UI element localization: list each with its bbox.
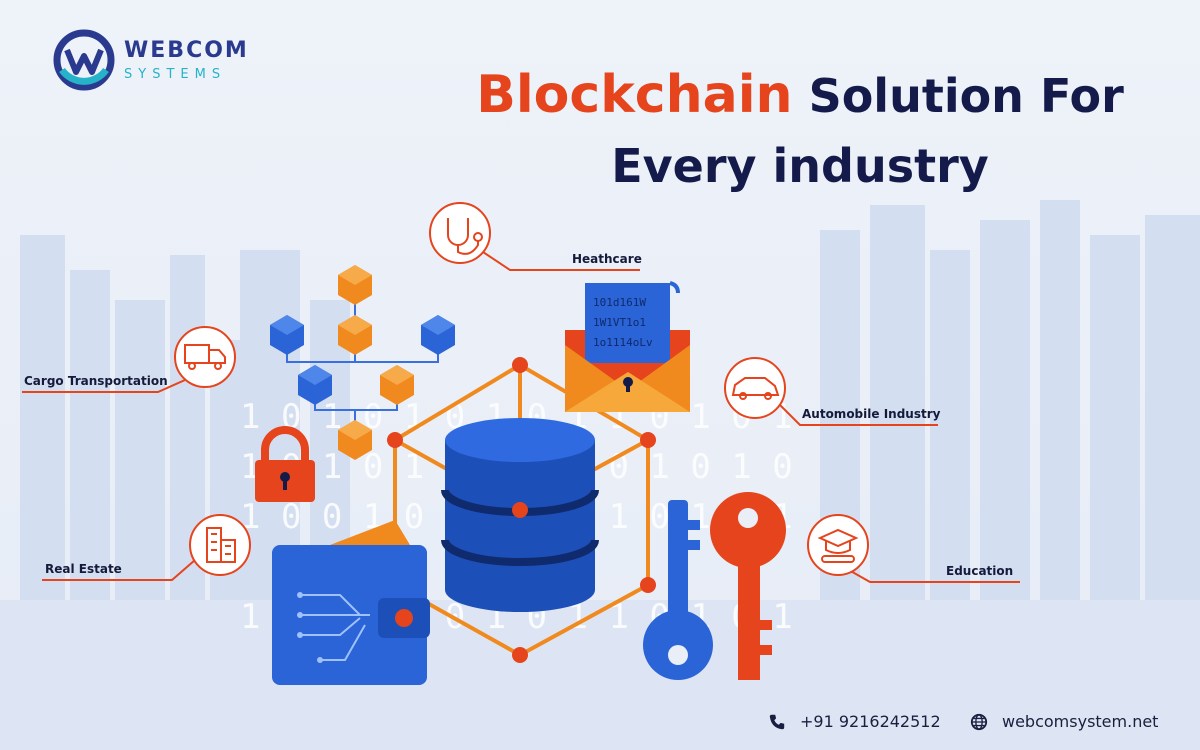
truck-icon [174,326,236,388]
phone-number: +91 9216242512 [800,712,941,731]
database-icon [441,418,599,612]
padlock-icon [255,426,315,502]
globe-icon [970,713,988,730]
brand-name: WEBCOM [124,37,249,63]
headline-line2: Every industry [611,139,989,193]
blue-key-icon [643,500,713,680]
envelope-code-line: 1W1VT1o1 [593,316,646,329]
webcom-logo-icon [53,29,115,91]
industry-label-real-estate: Real Estate [45,562,122,576]
stethoscope-icon [429,202,491,264]
industry-label-healthcare: Heathcare [572,252,642,266]
phone-icon [769,714,785,729]
envelope-code-line: 101d161W [593,296,646,309]
industry-label-cargo: Cargo Transportation [24,374,168,388]
wallet-icon [272,520,430,685]
red-key-icon [710,492,786,680]
graduation-cap-icon [807,514,869,576]
envelope-code-line: 1o1114oLv [593,336,653,349]
contact-phone[interactable]: +91 9216242512 [768,712,941,731]
industry-label-automobile: Automobile Industry [802,407,941,421]
contact-website[interactable]: webcomsystem.net [970,712,1158,731]
envelope-icon: 101d161W 1W1VT1o1 1o1114oLv [565,281,690,412]
brand-logo[interactable]: WEBCOM SYSTEMS [52,28,249,92]
headline-line1: Solution For [808,69,1124,123]
headline-highlight: Blockchain [476,65,793,125]
brand-subtitle: SYSTEMS [124,66,227,82]
car-icon [724,357,786,419]
building-icon [189,514,251,576]
industry-label-education: Education [946,564,1014,578]
headline: Blockchain Solution For Every industry [420,60,1180,201]
cube-network [270,265,455,460]
website-url: webcomsystem.net [1002,712,1159,731]
